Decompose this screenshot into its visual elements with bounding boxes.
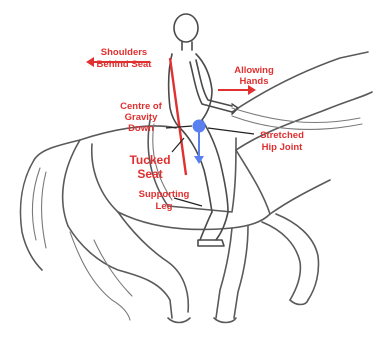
- gravity-marker-icon: [193, 120, 206, 133]
- label-gravity-line1: Centre of: [120, 101, 163, 112]
- label-allowing-line2: Hands: [239, 76, 268, 87]
- label-allowing-hands: Allowing Hands: [234, 65, 274, 87]
- label-tucked-line2: Seat: [137, 167, 162, 181]
- label-stretched-hip: Stretched Hip Joint: [260, 130, 304, 153]
- label-shoulders: Shoulders Behind Seat: [97, 47, 153, 70]
- label-stretched-line2: Hip Joint: [262, 142, 303, 153]
- label-tucked-line1: Tucked: [129, 153, 170, 167]
- label-tucked-seat: Tucked Seat: [129, 153, 170, 181]
- label-shoulders-line1: Shoulders: [101, 47, 147, 58]
- horse-drawing: [21, 52, 373, 323]
- label-supporting-line2: Leg: [156, 201, 173, 212]
- label-shoulders-line2: Behind Seat: [97, 59, 153, 70]
- hip-leader-line: [208, 128, 254, 134]
- label-supporting-line1: Supporting: [139, 189, 190, 200]
- label-gravity-line3: Down: [128, 123, 154, 134]
- label-gravity-line2: Gravity: [125, 112, 158, 123]
- label-stretched-line1: Stretched: [260, 130, 304, 141]
- left-arrow-icon: [86, 57, 94, 67]
- down-arrow-icon: [194, 156, 204, 164]
- label-allowing-line1: Allowing: [234, 65, 274, 76]
